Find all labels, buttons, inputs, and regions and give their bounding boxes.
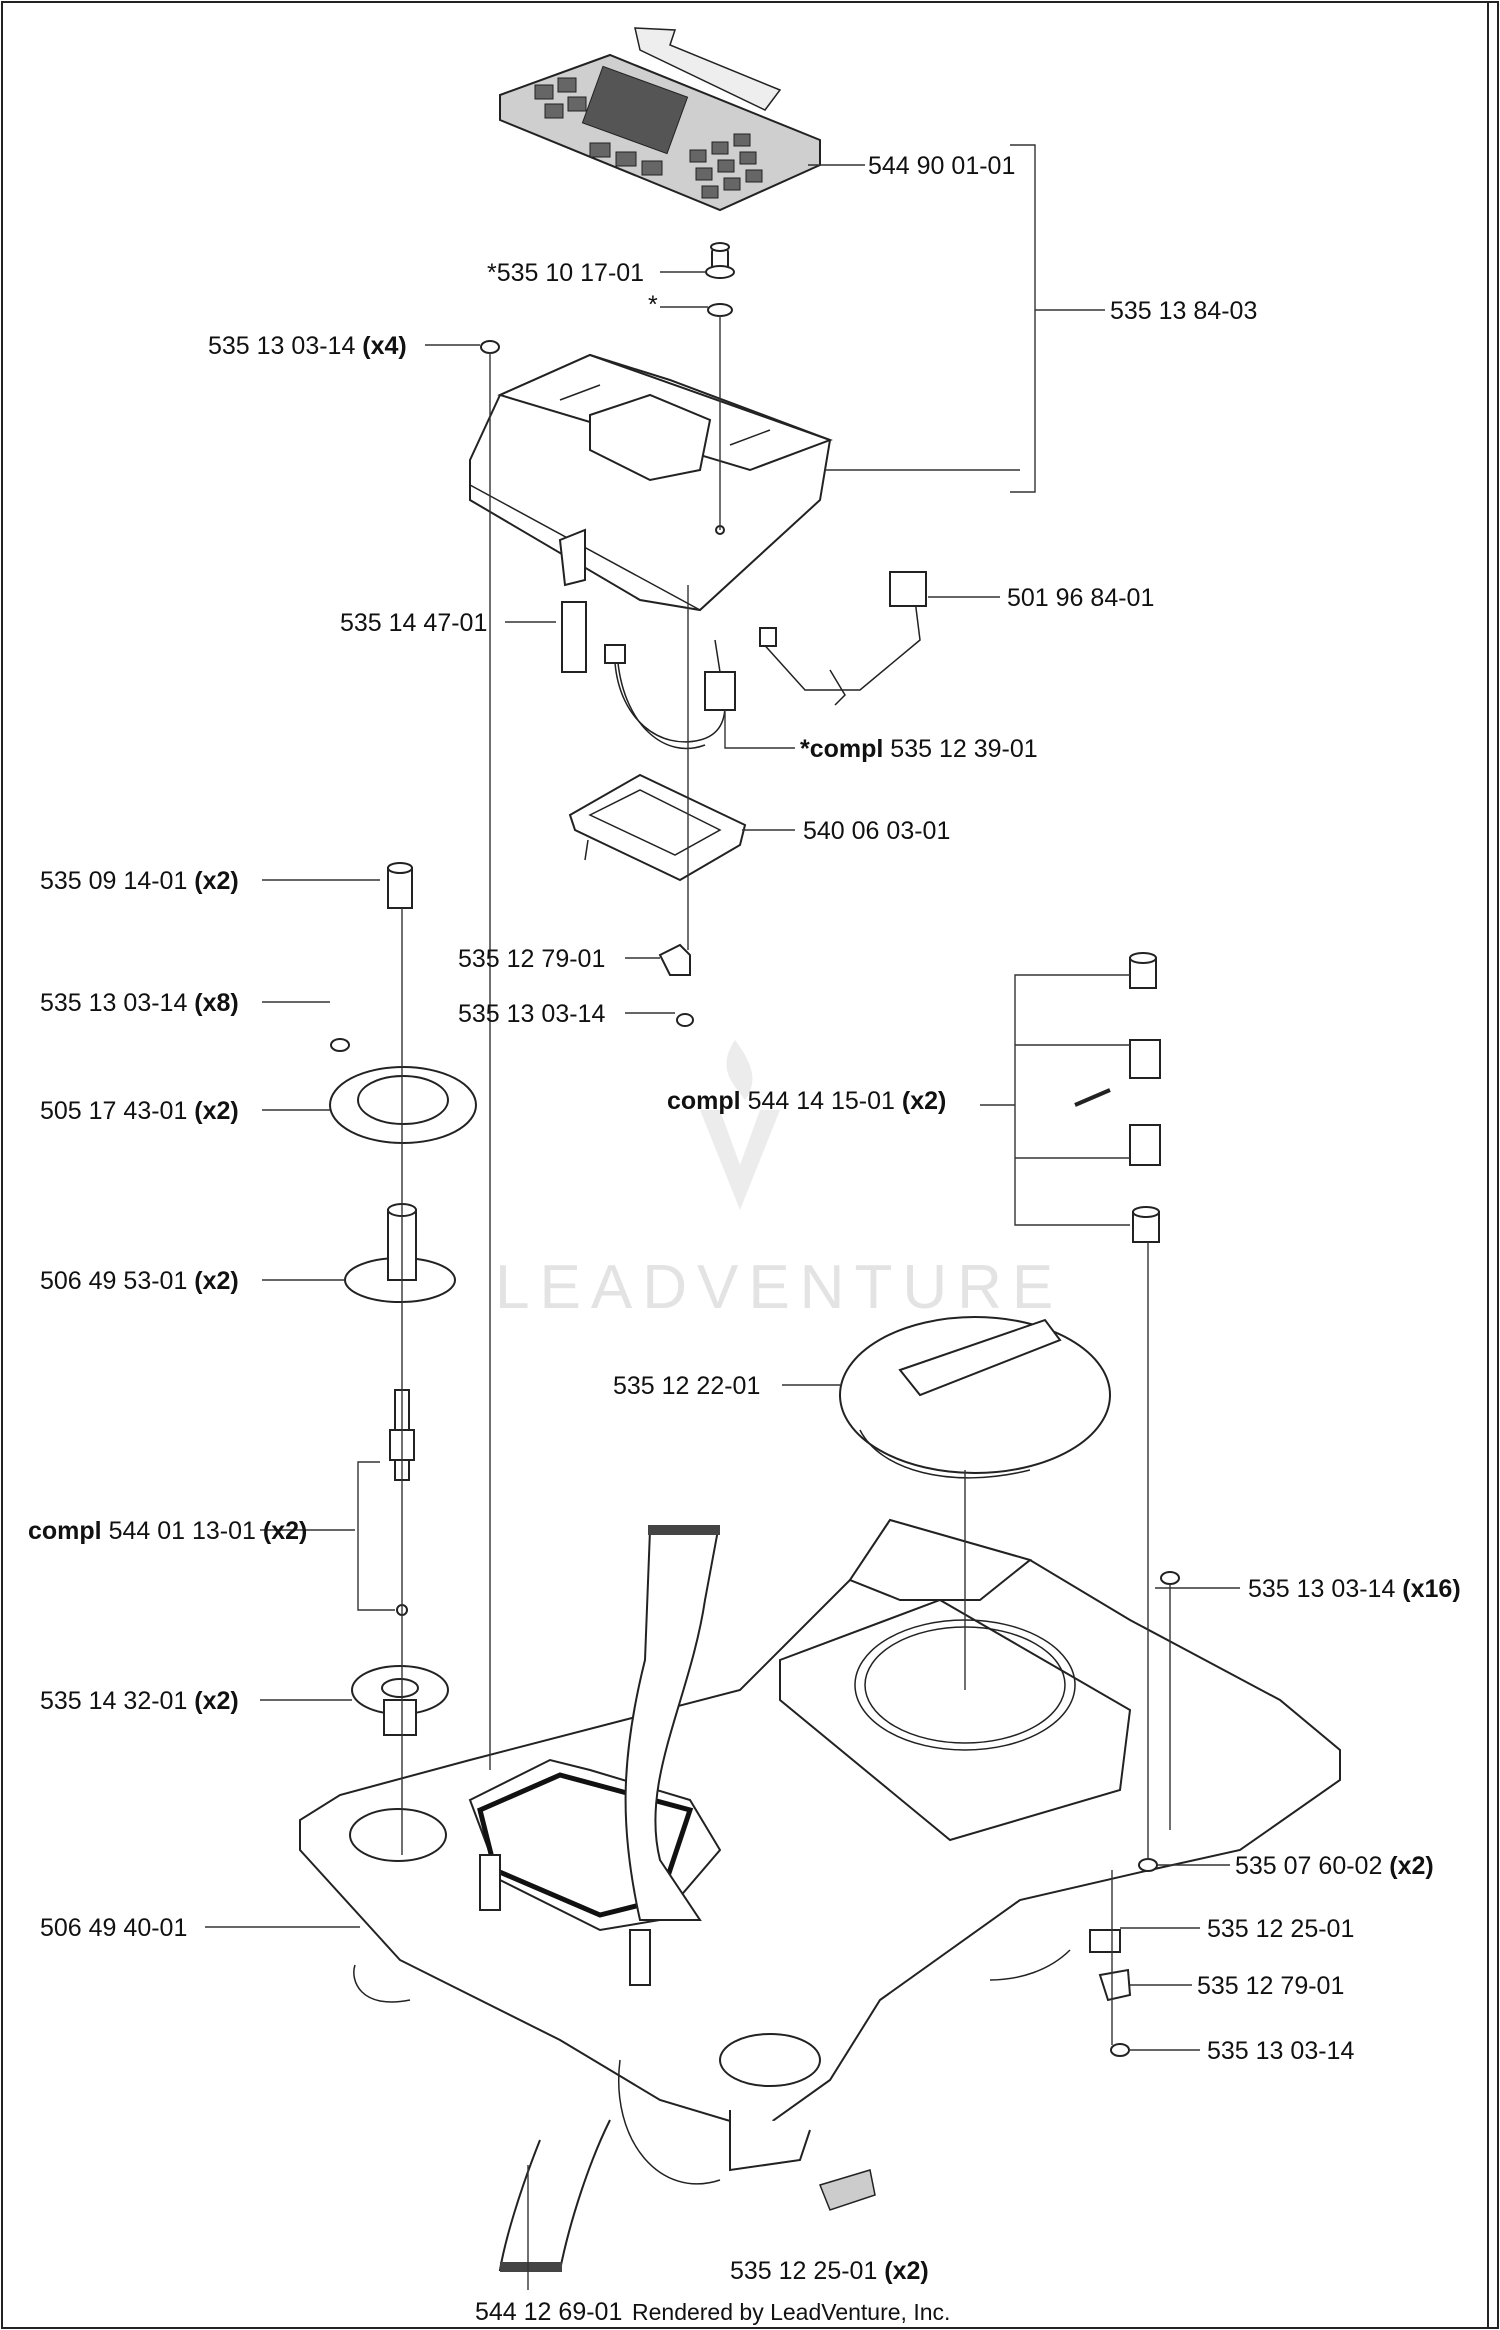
- chassis-base: [299, 1518, 1341, 2172]
- label-compl-544-01-13-01: compl 544 01 13-01 (x2): [28, 1517, 307, 1545]
- cutter-lid-part: [839, 1316, 1111, 1479]
- label-540-06-03-01: 540 06 03-01: [803, 817, 950, 845]
- screw-bottom-part: [1110, 2043, 1130, 2057]
- circuit-board-part: [568, 773, 747, 882]
- leader-lines: [205, 144, 1240, 2290]
- label-535-09-14-01-x2: 535 09 14-01 (x2): [40, 867, 239, 895]
- label-bottom-part: [818, 2169, 876, 2211]
- bushing-part: [351, 1665, 449, 1736]
- label-535-10-17-01: *535 10 17-01: [487, 259, 644, 287]
- label-535-13-03-14-x16: 535 13 03-14 (x16): [1248, 1575, 1461, 1603]
- keypad-decal: [499, 27, 821, 212]
- strip-part: [561, 601, 587, 673]
- clip-bottom-part: [1098, 1968, 1132, 2002]
- label-535-13-03-14-bottom: 535 13 03-14: [1207, 2037, 1354, 2065]
- label-535-14-32-01-x2: 535 14 32-01 (x2): [40, 1687, 239, 1715]
- label-506-49-53-01-x2: 506 49 53-01 (x2): [40, 1267, 239, 1295]
- washer-part: [707, 303, 733, 317]
- clip-part: [558, 528, 586, 587]
- label-535-12-22-01: 535 12 22-01: [613, 1372, 760, 1400]
- label-506-49-40-01: 506 49 40-01: [40, 1914, 187, 1942]
- screw-right-part: [1160, 1571, 1180, 1585]
- watermark-logo-icon: [700, 1040, 780, 1210]
- label-535-13-03-14-mid: 535 13 03-14: [458, 1000, 605, 1028]
- label-535-13-84-03: 535 13 84-03: [1110, 297, 1257, 325]
- label-part: [1089, 1929, 1121, 1953]
- label-535-12-25-01-x2: 535 12 25-01 (x2): [730, 2257, 929, 2285]
- clip-mid-part: [658, 943, 691, 976]
- knob-part: [705, 242, 735, 279]
- screw-mid-part: [676, 1013, 694, 1027]
- label-compl-535-12-39-01: *compl 535 12 39-01: [800, 735, 1038, 763]
- ring-plate-part: [329, 1066, 477, 1144]
- right-stack: [1074, 952, 1161, 1243]
- label-505-17-43-01-x2: 505 17 43-01 (x2): [40, 1097, 239, 1125]
- washer-right-part: [1138, 1858, 1158, 1872]
- label-544-12-69-01: 544 12 69-01: [475, 2298, 622, 2326]
- label-535-12-25-01: 535 12 25-01: [1207, 1915, 1354, 1943]
- label-535-13-03-14-x4: 535 13 03-14 (x4): [208, 332, 407, 360]
- label-asterisk: *: [648, 291, 658, 319]
- spacer-left-part: [387, 862, 413, 909]
- wire-bottom-part: [618, 2059, 721, 2185]
- label-535-07-60-02-x2: 535 07 60-02 (x2): [1235, 1852, 1434, 1880]
- wire-right-part: [989, 1949, 1071, 1981]
- footer-credit: Rendered by LeadVenture, Inc.: [632, 2299, 950, 2325]
- wire-left-part: [353, 1964, 411, 2003]
- screw-left-part: [330, 1038, 350, 1052]
- screw-top-part: [480, 340, 500, 354]
- top-cover-housing: [469, 353, 833, 612]
- label-535-12-79-01-bottom: 535 12 79-01: [1197, 1972, 1344, 2000]
- label-535-13-03-14-x8: 535 13 03-14 (x8): [40, 989, 239, 1017]
- cable-connector: [604, 639, 736, 750]
- label-535-14-47-01: 535 14 47-01: [340, 609, 487, 637]
- label-compl-544-14-15-01: compl 544 14 15-01 (x2): [667, 1087, 946, 1115]
- label-535-12-79-01-mid: 535 12 79-01: [458, 945, 605, 973]
- harness-part: [759, 571, 927, 706]
- flange-tube-part: [344, 1203, 456, 1303]
- part-labels: 544 90 01-01 *535 10 17-01 * 535 13 84-0…: [28, 152, 1461, 2326]
- watermark-text: LEADVENTURE: [495, 1253, 1063, 1322]
- label-544-90-01-01: 544 90 01-01: [868, 152, 1015, 180]
- label-501-96-84-01: 501 96 84-01: [1007, 584, 1154, 612]
